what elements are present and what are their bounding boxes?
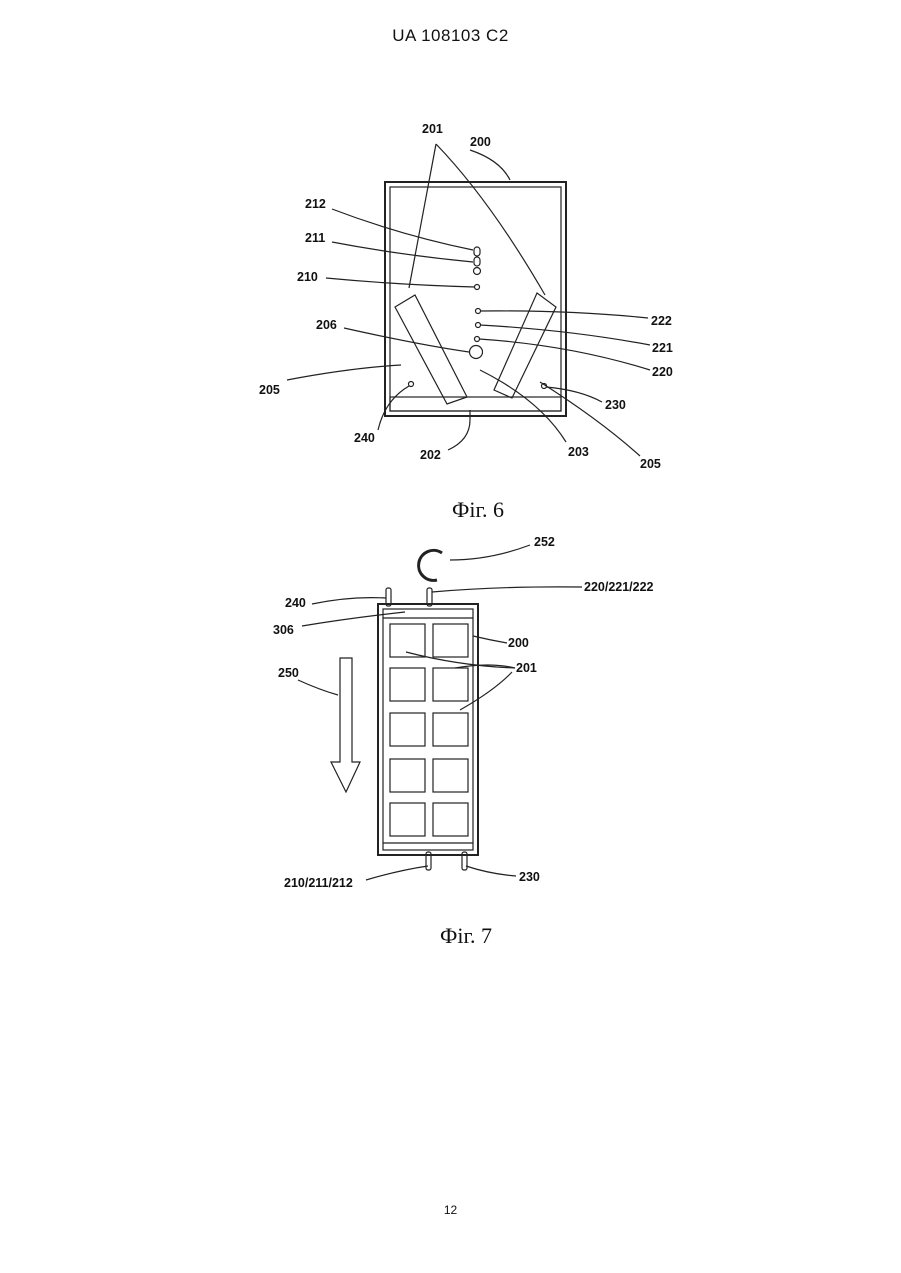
fig6-leader-210: [326, 278, 475, 287]
fig6-leader-222: [480, 311, 648, 318]
fig6-bottom-bar: [390, 397, 561, 411]
fig6-leader-205b: [540, 382, 640, 456]
fig7-leader-240: [312, 598, 386, 604]
fig7-label-252: 252: [534, 535, 555, 549]
fig7-flow-arrow-250: [331, 658, 360, 792]
fig6-port-211: [474, 257, 480, 266]
fig7-cell: [433, 803, 468, 836]
figure-7: 252 240 220/221/222 306 200 201 250 210/…: [273, 535, 654, 948]
fig7-label-306: 306: [273, 623, 294, 637]
fig6-label-200: 200: [470, 135, 491, 149]
fig6-leader-240: [378, 386, 409, 430]
fig7-cell: [390, 668, 425, 701]
fig7-label-250: 250: [278, 666, 299, 680]
fig6-label-222: 222: [651, 314, 672, 328]
fig6-port-211b: [474, 268, 481, 275]
fig7-leader-252: [450, 545, 530, 560]
figure-6: 201 200 212 211 210 222 206 221 220 205 …: [259, 122, 673, 522]
fig7-label-230: 230: [519, 870, 540, 884]
fig7-cell: [433, 624, 468, 657]
fig6-label-220: 220: [652, 365, 673, 379]
fig7-housing-inner: [383, 609, 473, 850]
fig7-label-240: 240: [285, 596, 306, 610]
fig6-leader-203: [480, 370, 566, 442]
fig6-leader-200: [470, 150, 510, 180]
fig6-label-202: 202: [420, 448, 441, 462]
fig6-port-222: [476, 309, 481, 314]
fig7-housing-outer: [378, 604, 478, 855]
fig6-housing-inner: [390, 187, 561, 411]
fig7-hook-252: [419, 550, 442, 580]
fig6-label-212: 212: [305, 197, 326, 211]
fig6-port-206: [470, 346, 483, 359]
fig7-cell-grid: [390, 624, 468, 836]
fig6-label-230: 230: [605, 398, 626, 412]
fig7-label-200: 200: [508, 636, 529, 650]
fig7-cell: [390, 803, 425, 836]
fig6-leader-212: [332, 209, 473, 250]
fig6-label-205b: 205: [640, 457, 661, 471]
fig6-port-210: [475, 285, 480, 290]
fig7-cell: [390, 713, 425, 746]
fig6-label-211: 211: [305, 231, 325, 245]
fig7-cell: [433, 713, 468, 746]
fig6-label-205a: 205: [259, 383, 280, 397]
fig7-label-220-221-222: 220/221/222: [584, 580, 654, 594]
fig7-caption: Фіг. 7: [440, 923, 492, 948]
fig6-leader-201b: [436, 144, 545, 295]
fig7-cell: [433, 668, 468, 701]
fig6-label-206: 206: [316, 318, 337, 332]
fig6-label-240: 240: [354, 431, 375, 445]
fig6-port-220: [475, 337, 480, 342]
fig7-cell: [433, 759, 468, 792]
page-number: 12: [0, 1203, 901, 1217]
fig6-label-203: 203: [568, 445, 589, 459]
fig6-housing-outer: [385, 182, 566, 416]
fig7-cell: [390, 759, 425, 792]
fig6-port-221: [476, 323, 481, 328]
fig7-leader-230: [466, 866, 516, 876]
fig6-label-210: 210: [297, 270, 318, 284]
fig6-label-221: 221: [652, 341, 673, 355]
fig7-leader-220: [432, 587, 582, 592]
fig7-label-210-211-212: 210/211/212: [284, 876, 353, 890]
fig7-leader-210: [366, 866, 428, 880]
fig7-label-201: 201: [516, 661, 537, 675]
fig6-label-201: 201: [422, 122, 443, 136]
fig6-leader-206: [344, 328, 469, 352]
fig6-leader-201a: [409, 144, 436, 288]
fig6-port-212: [474, 247, 480, 256]
fig6-port-240: [409, 382, 414, 387]
fig6-leader-230: [546, 387, 602, 402]
fig6-caption: Фіг. 6: [452, 497, 504, 522]
fig7-leader-250: [298, 680, 338, 695]
fig6-leader-205a: [287, 365, 401, 380]
